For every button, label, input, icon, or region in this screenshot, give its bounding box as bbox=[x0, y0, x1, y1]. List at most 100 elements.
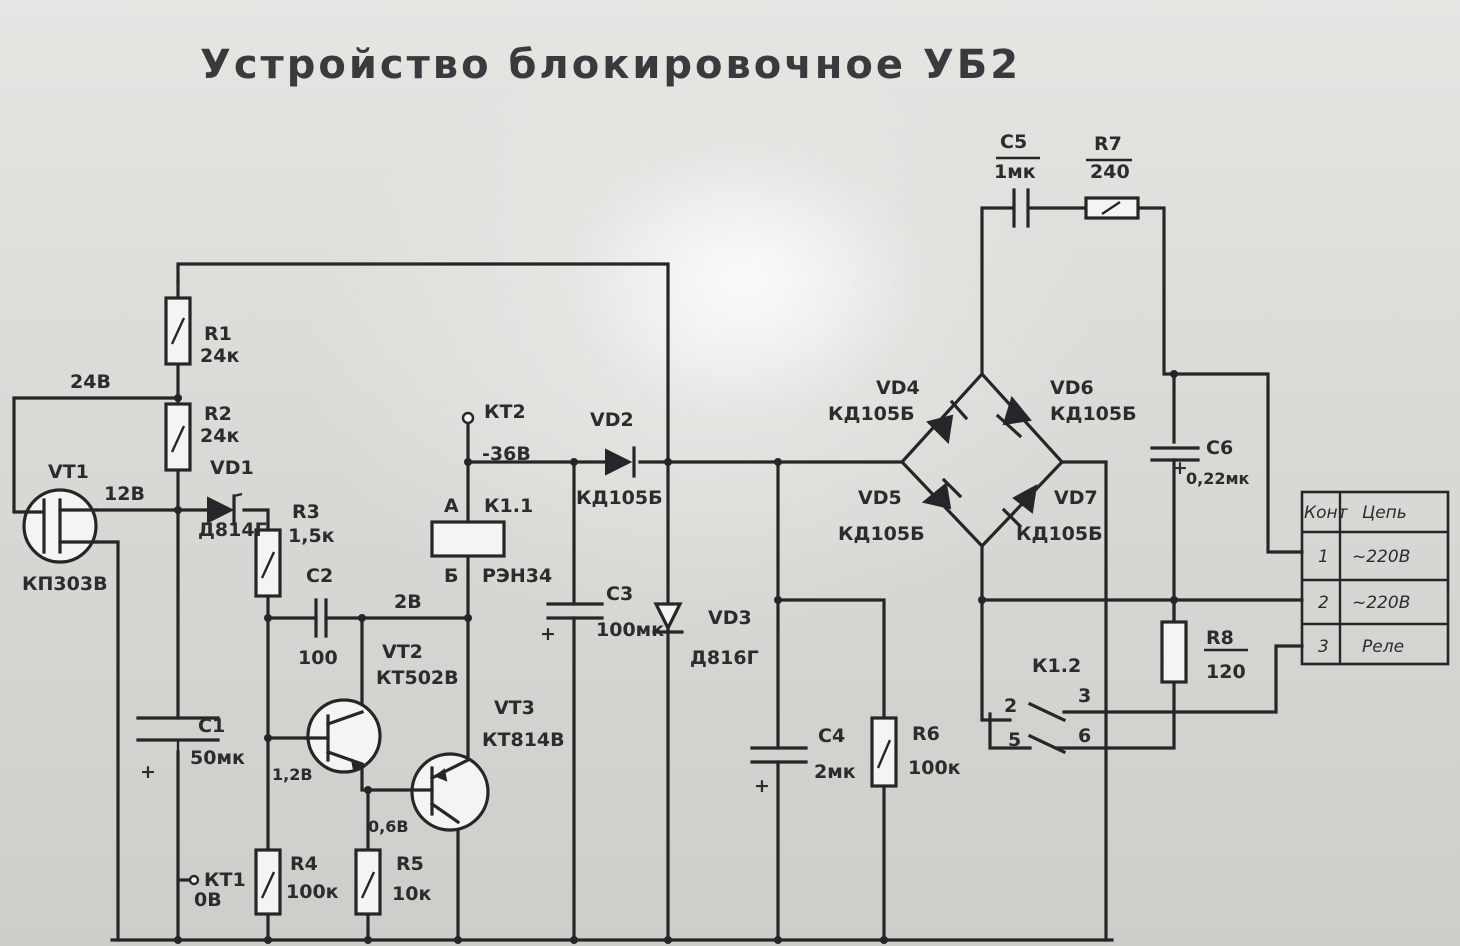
svg-text:C3: C3 bbox=[606, 583, 633, 605]
svg-text:КД105Б: КД105Б bbox=[828, 403, 915, 425]
transistor-vt3: VT3 КТ814В bbox=[410, 697, 565, 832]
voltage-labels: 24В 12В 2В 1,2В 0,6В bbox=[70, 371, 422, 836]
svg-text:КТ814В: КТ814В bbox=[482, 729, 565, 751]
svg-text:-36В: -36В bbox=[482, 443, 531, 465]
table-row-2-circuit: ~220В bbox=[1352, 593, 1410, 613]
capacitor-c6: + C6 0,22мк bbox=[1150, 437, 1250, 488]
svg-text:R2: R2 bbox=[204, 403, 232, 425]
svg-text:КД105Б: КД105Б bbox=[1016, 523, 1103, 545]
transistor-vt2: VT2 КТ502В bbox=[304, 641, 459, 774]
diode-vd1: VD1 Д814Г bbox=[198, 457, 267, 541]
svg-text:1мк: 1мк bbox=[994, 161, 1036, 183]
resistor-r6: R6 100к bbox=[870, 716, 961, 788]
svg-text:R6: R6 bbox=[912, 723, 940, 745]
svg-text:КД105Б: КД105Б bbox=[838, 523, 925, 545]
resistor-r2: R2 24к bbox=[164, 402, 239, 472]
svg-text:120: 120 bbox=[1206, 661, 1246, 683]
table-header-circuit: Цепь bbox=[1362, 503, 1407, 523]
svg-text:240: 240 bbox=[1090, 161, 1130, 183]
svg-text:0В: 0В bbox=[194, 889, 222, 911]
page-title: Устройство блокировочное УБ2 bbox=[200, 42, 1021, 88]
diode-vd2: VD2 КД105Б bbox=[576, 409, 663, 509]
relay-k1-coil: А К1.1 Б РЭН34 bbox=[430, 495, 552, 587]
table-header-contact: Конт bbox=[1304, 503, 1349, 523]
svg-text:КТ502В: КТ502В bbox=[376, 667, 459, 689]
svg-text:100мк: 100мк bbox=[596, 619, 664, 641]
test-point-kt2: КТ2 -36В bbox=[461, 401, 531, 465]
capacitor-c1: + C1 50мк bbox=[136, 715, 245, 783]
svg-text:12В: 12В bbox=[104, 483, 145, 505]
relay-k1-contacts: К1.2 2 3 5 6 bbox=[1004, 655, 1091, 755]
diode-vd6: VD6 КД105Б bbox=[995, 377, 1137, 439]
svg-text:VD2: VD2 bbox=[590, 409, 634, 431]
svg-text:+: + bbox=[540, 623, 556, 645]
svg-text:VD4: VD4 bbox=[876, 377, 920, 399]
svg-text:100к: 100к bbox=[908, 757, 961, 779]
svg-text:C5: C5 bbox=[1000, 131, 1027, 153]
svg-text:2мк: 2мк bbox=[814, 761, 856, 783]
svg-text:C6: C6 bbox=[1206, 437, 1233, 459]
connector-table: Конт Цепь 1 ~220В 2 ~220В 3 Реле bbox=[1300, 490, 1450, 666]
svg-text:24В: 24В bbox=[70, 371, 111, 393]
svg-text:R4: R4 bbox=[290, 853, 318, 875]
svg-text:КД105Б: КД105Б bbox=[1050, 403, 1137, 425]
svg-text:2: 2 bbox=[1004, 695, 1017, 717]
svg-text:50мк: 50мк bbox=[190, 747, 245, 769]
capacitor-c3: + C3 100мк bbox=[540, 583, 664, 645]
svg-text:1,5к: 1,5к bbox=[288, 525, 335, 547]
diode-vd4: VD4 КД105Б bbox=[828, 377, 969, 445]
svg-text:К1.2: К1.2 bbox=[1032, 655, 1081, 677]
diode-vd5: VD5 КД105Б bbox=[838, 477, 963, 545]
svg-text:А: А bbox=[444, 495, 459, 517]
svg-text:C1: C1 bbox=[198, 715, 225, 737]
test-point-kt1: КТ1 0В bbox=[188, 869, 246, 911]
capacitor-c4: + C4 2мк bbox=[750, 725, 856, 797]
svg-text:C2: C2 bbox=[306, 565, 333, 587]
svg-text:КП303В: КП303В bbox=[22, 573, 108, 595]
table-row-3-num: 3 bbox=[1318, 637, 1329, 657]
svg-text:Д816Г: Д816Г bbox=[690, 647, 759, 669]
svg-text:0,22мк: 0,22мк bbox=[1186, 469, 1250, 488]
capacitor-c5: C5 1мк bbox=[994, 131, 1040, 228]
svg-text:10к: 10к bbox=[392, 883, 431, 905]
svg-text:R1: R1 bbox=[204, 323, 232, 345]
svg-text:R5: R5 bbox=[396, 853, 424, 875]
svg-text:+: + bbox=[1172, 457, 1188, 479]
svg-text:К1.1: К1.1 bbox=[484, 495, 533, 517]
svg-text:R8: R8 bbox=[1206, 627, 1234, 649]
svg-text:VT2: VT2 bbox=[382, 641, 423, 663]
svg-text:5: 5 bbox=[1008, 729, 1021, 751]
svg-text:C4: C4 bbox=[818, 725, 845, 747]
svg-text:100к: 100к bbox=[286, 881, 339, 903]
svg-text:КТ1: КТ1 bbox=[204, 869, 246, 891]
svg-text:Б: Б bbox=[444, 565, 458, 587]
resistor-r5: R5 10к bbox=[354, 848, 431, 916]
svg-text:VD7: VD7 bbox=[1054, 487, 1098, 509]
svg-text:3: 3 bbox=[1078, 685, 1091, 707]
table-row-3-circuit: Реле bbox=[1362, 637, 1404, 657]
table-row-2-num: 2 bbox=[1318, 593, 1329, 613]
transistor-vt1: VT1 КП303В bbox=[22, 461, 108, 595]
svg-text:+: + bbox=[140, 761, 156, 783]
svg-text:24к: 24к bbox=[200, 345, 239, 367]
svg-text:24к: 24к bbox=[200, 425, 239, 447]
svg-text:РЭН34: РЭН34 bbox=[482, 565, 552, 587]
svg-text:VD1: VD1 bbox=[210, 457, 254, 479]
svg-text:2В: 2В bbox=[394, 591, 422, 613]
svg-text:0,6В: 0,6В bbox=[368, 817, 409, 836]
diode-vd7: VD7 КД105Б bbox=[1001, 484, 1103, 545]
svg-text:VT3: VT3 bbox=[494, 697, 535, 719]
resistor-r1: R1 24к bbox=[164, 296, 239, 367]
resistor-r8: R8 120 bbox=[1160, 620, 1248, 684]
svg-text:R7: R7 bbox=[1094, 133, 1122, 155]
resistor-r7: R7 240 bbox=[1084, 133, 1140, 220]
wires bbox=[12, 206, 1304, 942]
svg-text:VD5: VD5 bbox=[858, 487, 902, 509]
table-row-1-circuit: ~220В bbox=[1352, 547, 1410, 567]
svg-text:VT1: VT1 bbox=[48, 461, 89, 483]
resistor-r4: R4 100к bbox=[254, 848, 339, 916]
svg-text:Д814Г: Д814Г bbox=[198, 519, 267, 541]
svg-text:КД105Б: КД105Б bbox=[576, 487, 663, 509]
